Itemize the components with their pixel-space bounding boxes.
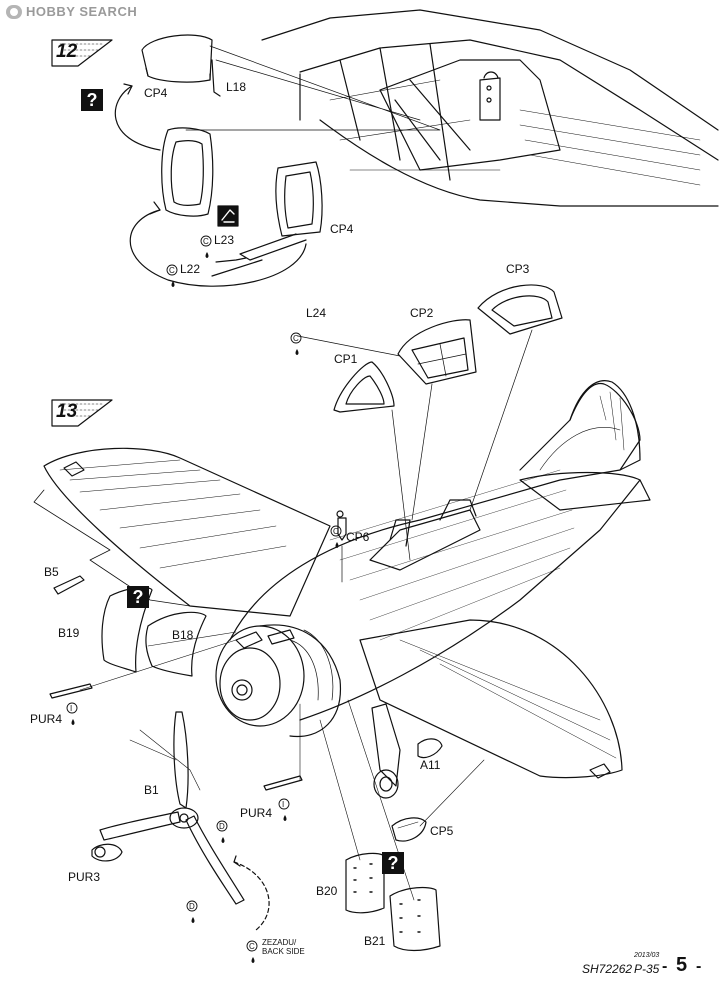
label-l23: L23 [214,233,235,247]
note-line1: ZEZADU/ [262,938,297,947]
footer-date: 2013/03 [634,952,660,959]
glue-symbols [66,235,342,952]
fuselage-cockpit-step12 [261,9,719,207]
engine-cowling [215,624,342,738]
question-icon-step12: ? [81,89,103,111]
label-pur4-left: PUR4 [30,712,63,726]
symbol-pur4-bottom-circle: I [282,800,285,809]
label-cp3: CP3 [506,262,530,276]
cp4-seat-frame-part [239,161,323,261]
right-wing [359,619,623,779]
b21-part [389,886,441,952]
cp3-part [477,284,563,335]
note-line2: BACK SIDE [262,947,305,956]
landing-gear [371,703,401,799]
label-cp5: CP5 [430,824,454,838]
label-cp6: CP6 [346,530,370,544]
b20-part [345,852,385,914]
footer-dash-left: - [662,958,668,975]
note-back-side: ZEZADU/ BACK SIDE [262,938,305,956]
alternate-icon-box [217,205,239,227]
cp4-top-part [141,34,221,97]
label-b1: B1 [144,783,159,797]
b18-part [145,611,207,677]
label-cp2: CP2 [410,306,434,320]
left-wing [33,447,331,617]
symbol-zezadu-circle: C [249,942,255,951]
symbol-pur4-left-circle: I [70,704,73,713]
cp2-part [397,319,477,385]
label-l22: L22 [180,262,201,276]
footer-code: SH72262 [582,962,633,976]
step-number-12: 12 [56,41,78,62]
question-icon-b20: ? [382,852,404,874]
watermark-logo-icon [6,4,22,19]
step-number-13: 13 [56,401,78,422]
symbol-l24-circle: C [293,334,299,343]
symbol-b1-circle: D [219,822,225,831]
label-cp1: CP1 [334,352,358,366]
symbol-cp6-circle: C [333,527,339,536]
label-l18: L18 [226,80,247,94]
step13-flag [51,399,113,427]
symbol-l23-circle: C [203,237,209,246]
propeller [99,711,245,905]
watermark-text: HOBBY SEARCH [26,4,138,19]
cp1-part [333,361,395,413]
label-b18: B18 [172,628,194,642]
page-number: 5 [676,954,688,976]
label-b5: B5 [44,565,59,579]
footer-dash-right: - [696,958,702,975]
cp4-frame-part [161,127,214,217]
label-pur4-bottom: PUR4 [240,806,273,820]
symbol-l22-circle: C [169,266,175,275]
label-cp4-top: CP4 [144,86,168,100]
footer-model: P-35 [634,962,660,976]
step12-flag [51,39,113,67]
glue-drops [71,252,339,963]
fuselage [229,380,651,721]
label-l24: L24 [306,306,327,320]
watermark: HOBBY SEARCH [6,4,137,19]
label-b19: B19 [58,626,80,640]
label-b21: B21 [364,934,386,948]
label-b20: B20 [316,884,338,898]
label-pur3: PUR3 [68,870,101,884]
label-cp4-right: CP4 [330,222,354,236]
question-icon-b19: ? [127,586,149,608]
symbol-prop-circle: D [189,902,195,911]
label-a11: A11 [420,758,441,772]
